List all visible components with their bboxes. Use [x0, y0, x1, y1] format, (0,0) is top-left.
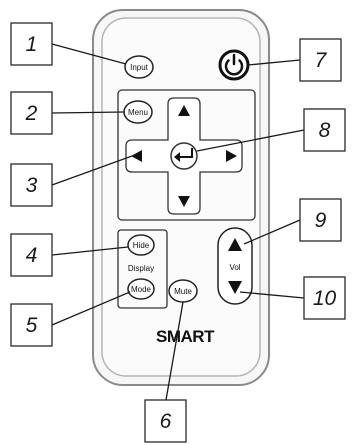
- input-button-label: Input: [130, 63, 149, 72]
- callout-label-6: 6: [160, 410, 172, 433]
- leader-line-9: [243, 219, 301, 245]
- callout-label-5: 5: [26, 314, 38, 337]
- callout-box-4: [10, 233, 53, 277]
- leader-lines: [51, 43, 305, 401]
- vol-label: Vol: [229, 263, 240, 272]
- callout-box-10: [303, 276, 346, 320]
- enter-button[interactable]: [170, 142, 198, 170]
- callout-box-2: [10, 91, 53, 135]
- power-button[interactable]: [218, 49, 250, 81]
- display-panel: [117, 229, 168, 309]
- callout-box-9: [299, 198, 342, 242]
- display-label: Display: [128, 264, 154, 273]
- hide-button[interactable]: Hide: [127, 234, 155, 256]
- hide-button-label: Hide: [133, 241, 150, 250]
- down-arrow-button[interactable]: [178, 196, 190, 207]
- callout-boxes: [10, 22, 346, 443]
- volume-down-button[interactable]: [228, 281, 242, 294]
- left-arrow-button[interactable]: [131, 150, 142, 162]
- brand-logo: SMART: [156, 327, 215, 346]
- right-arrow-button[interactable]: [226, 150, 237, 162]
- leader-line-3: [51, 155, 133, 186]
- mute-button[interactable]: Mute: [168, 279, 198, 303]
- volume-up-button[interactable]: [228, 238, 242, 251]
- callout-label-10: 10: [313, 287, 337, 310]
- callout-label-1: 1: [26, 33, 38, 56]
- callout-box-1: [10, 22, 53, 66]
- volume-rocker: Vol: [217, 227, 253, 305]
- callout-label-3: 3: [26, 174, 38, 197]
- mode-button-label: Mode: [131, 285, 152, 294]
- leader-line-5: [51, 291, 131, 326]
- callout-box-6: [144, 399, 187, 443]
- power-icon: [224, 59, 244, 76]
- callout-label-2: 2: [25, 102, 38, 125]
- menu-button[interactable]: Menu: [123, 100, 153, 124]
- callout-label-7: 7: [315, 49, 328, 72]
- input-button[interactable]: Input: [124, 55, 154, 79]
- mode-button[interactable]: Mode: [127, 278, 155, 300]
- leader-line-8: [196, 129, 305, 152]
- leader-line-6: [165, 301, 184, 401]
- callout-box-8: [303, 108, 346, 152]
- callout-label-9: 9: [315, 209, 327, 232]
- callout-label-8: 8: [319, 119, 331, 142]
- leader-line-10: [239, 291, 305, 299]
- leader-line-1: [51, 43, 127, 65]
- callout-box-3: [10, 163, 53, 207]
- callout-numbers: 1 2 3 4 5 6 7 8 9 10: [25, 33, 337, 433]
- up-arrow-button[interactable]: [178, 105, 190, 116]
- callout-label-4: 4: [26, 244, 38, 267]
- mute-button-label: Mute: [174, 287, 192, 296]
- menu-button-label: Menu: [128, 108, 148, 117]
- leader-line-4: [51, 246, 129, 256]
- callout-box-5: [10, 303, 53, 347]
- dpad-panel: [117, 89, 256, 221]
- leader-line-2: [51, 111, 125, 114]
- leader-line-7: [247, 59, 301, 66]
- callout-box-7: [299, 38, 342, 82]
- enter-icon: [178, 148, 193, 158]
